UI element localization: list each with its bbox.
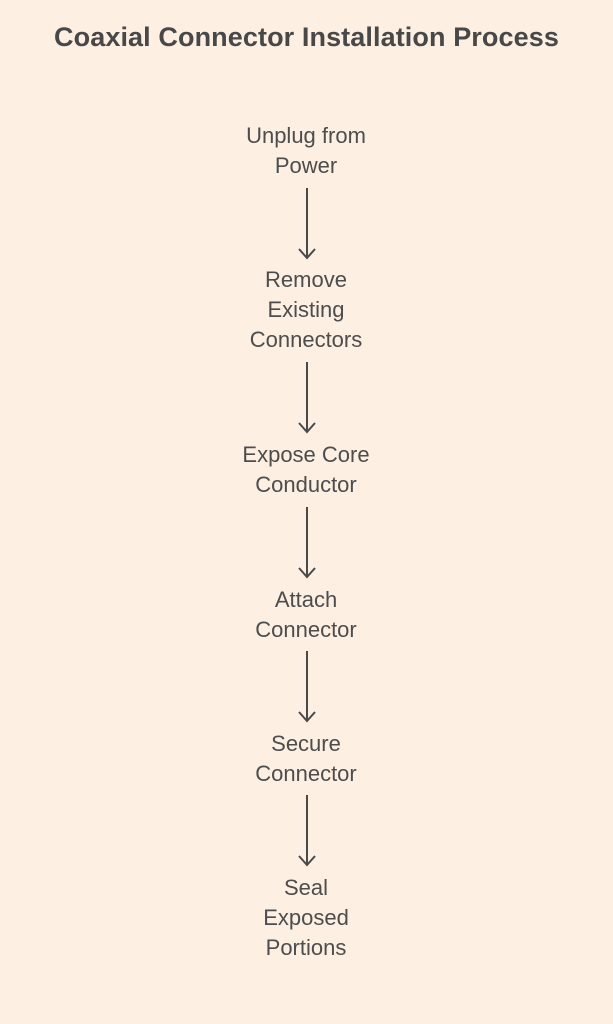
step-label-line: Connectors [249,327,363,352]
step-label-line: Seal [283,875,329,900]
step-label-line: Secure [271,731,341,756]
step-label-line: Connector [255,761,357,786]
step-seal-exposed-portions: Seal Exposed Portions [156,873,456,963]
step-label-line: Remove [265,267,347,292]
step-secure-connector: Secure Connector [156,729,456,789]
step-label-line: Unplug from [246,123,366,148]
flow-arrow-3 [298,507,316,579]
step-label-line: Conductor [255,472,357,497]
step-label-line: Expose Core [242,442,370,467]
diagram-title: Coaxial Connector Installation Process [54,22,559,52]
step-label-line: Portions [265,935,347,960]
step-label-line: Power [274,153,338,178]
step-label-line: Exposed [263,905,349,930]
step-unplug-from-power: Unplug from Power [156,121,456,181]
flow-arrow-4 [298,651,316,723]
flow-arrow-5 [298,795,316,867]
step-remove-existing-connectors: Remove Existing Connectors [156,265,456,355]
flow-arrow-2 [298,362,316,434]
step-label-line: Connector [255,617,357,642]
step-label-line: Attach [274,587,338,612]
flow-arrow-1 [298,188,316,260]
step-label-line: Existing [267,297,345,322]
step-attach-connector: Attach Connector [156,585,456,645]
step-expose-core-conductor: Expose Core Conductor [156,440,456,500]
